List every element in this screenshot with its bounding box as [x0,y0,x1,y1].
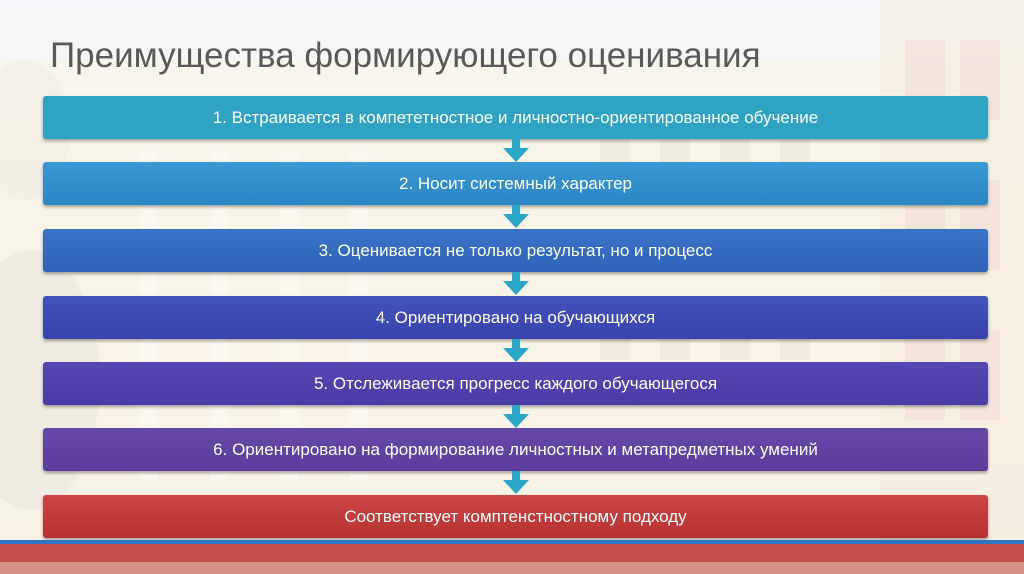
step-4: 4. Ориентировано на обучающихся [43,296,988,339]
step-2-text: 2. Носит системный характер [398,174,632,193]
connector-arrow-stem-5 [512,405,520,417]
bottom-decor [0,540,1024,574]
down-arrow-icon [503,414,529,428]
connector-arrow-stem-1 [512,139,520,151]
step-5-text: 5. Отслеживается прогресс каждого обучаю… [313,374,718,393]
step-1: 1. Встраивается в компететностное и личн… [43,96,988,139]
step-4-text: 4. Ориентировано на обучающихся [375,308,656,327]
step-2: 2. Носит системный характер [43,162,988,205]
down-arrow-icon [503,214,529,228]
step-5: 5. Отслеживается прогресс каждого обучаю… [43,362,988,405]
conclusion-text: Соответствует комптенстностному подходу [344,507,687,526]
down-arrow-icon [503,281,529,295]
connector-arrow-stem-6 [512,471,520,483]
down-arrow-icon [503,480,529,494]
connector-arrow-stem-4 [512,339,520,351]
step-1-text: 1. Встраивается в компететностное и личн… [212,108,819,127]
down-arrow-icon [503,348,529,362]
slide-title: Преимущества формирующего оценивания [50,36,761,75]
step-3: 3. Оценивается не только результат, но и… [43,229,988,272]
step-3-text: 3. Оценивается не только результат, но и… [318,241,713,260]
conclusion-step: Соответствует комптенстностному подходу [43,495,988,538]
step-6-text: 6. Ориентировано на формирование личност… [213,440,818,459]
down-arrow-icon [503,148,529,162]
connector-arrow-stem-2 [512,205,520,217]
connector-arrow-stem-3 [512,272,520,284]
step-6: 6. Ориентировано на формирование личност… [43,428,988,471]
